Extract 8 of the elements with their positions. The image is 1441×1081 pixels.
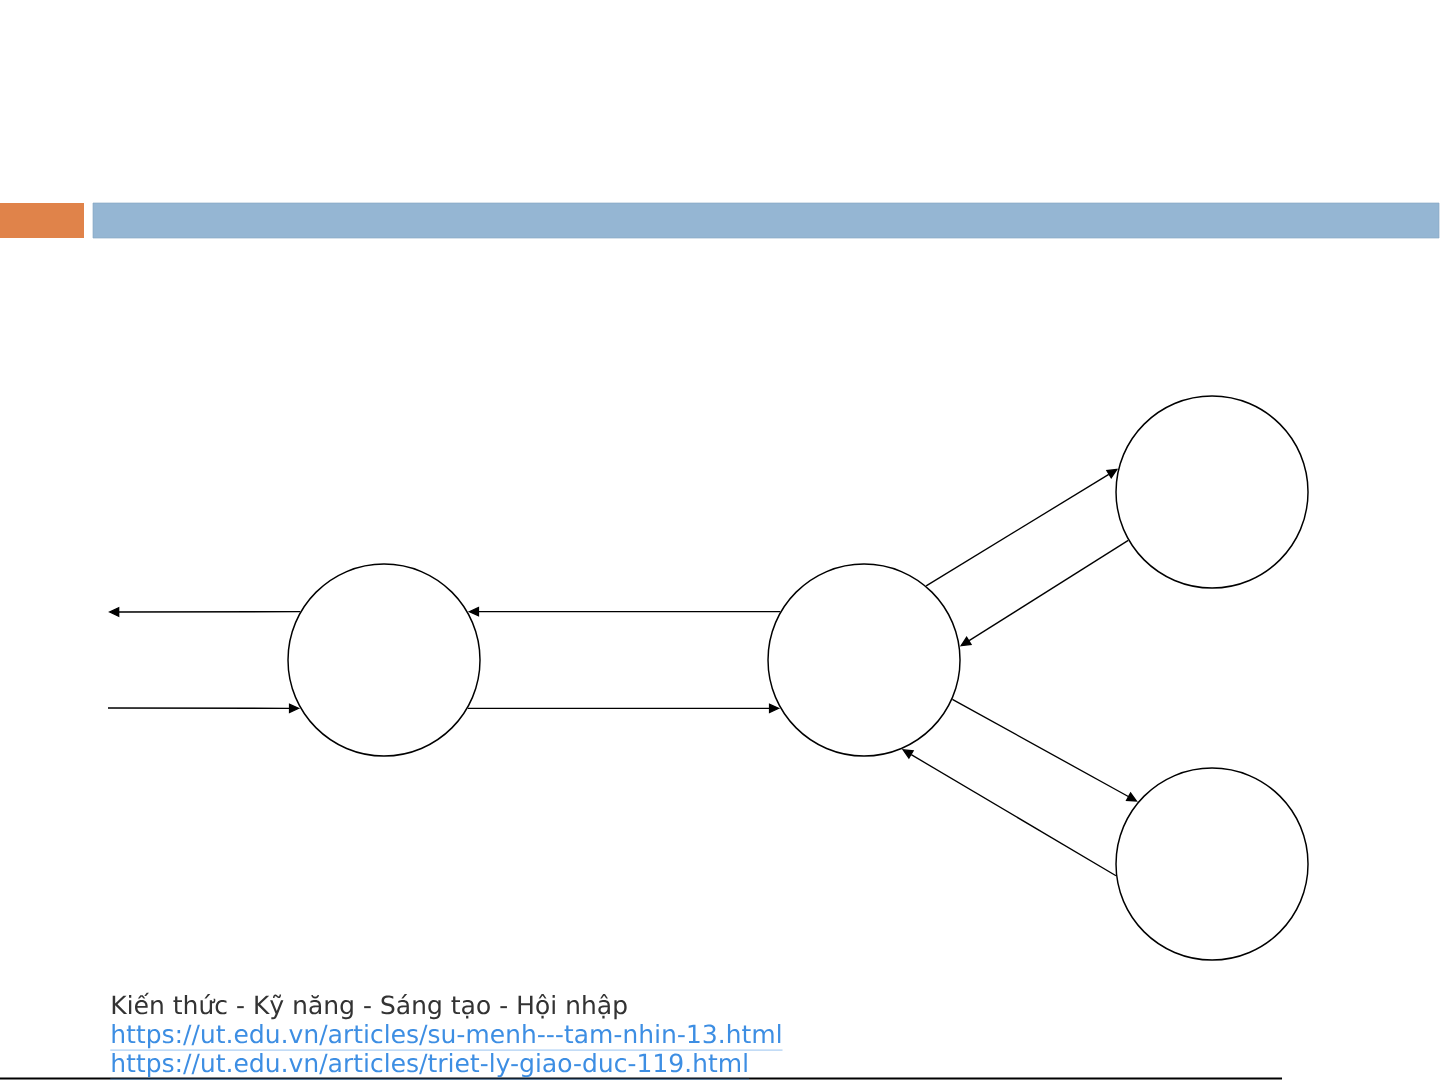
arrow [951, 698, 1138, 802]
circle [1115, 395, 1309, 589]
circle [767, 563, 961, 757]
circle [1115, 767, 1309, 961]
link: https://ut.edu.vn/articles/su-menh---tam-nhin-13.html [110, 1024, 783, 1051]
circle [287, 563, 481, 757]
tagline: Kiến thức - Kỹ năng - Sáng tạo - Hội nhập [112, 992, 627, 1020]
link: https://ut.edu.vn/articles/triet-ly-giao-duc-119.html [110, 1053, 750, 1080]
